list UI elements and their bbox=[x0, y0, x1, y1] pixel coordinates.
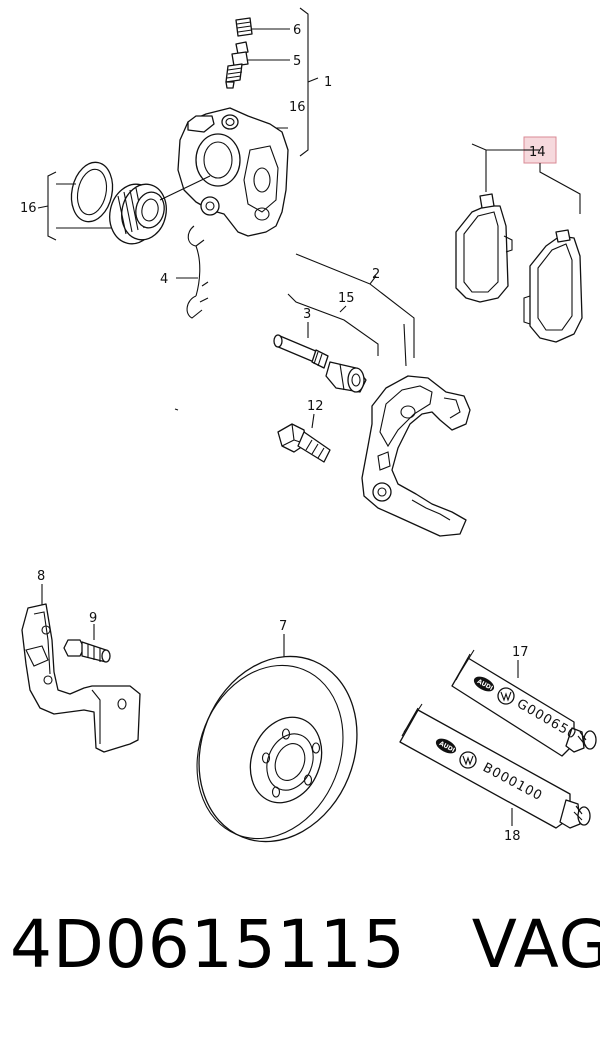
callout-15: 15 bbox=[338, 291, 355, 306]
piston-boot bbox=[109, 183, 167, 245]
callout-1: 1 bbox=[324, 75, 332, 90]
callout-5: 5 bbox=[293, 54, 301, 69]
bleed-screw-part-5 bbox=[225, 41, 249, 89]
callout-16-left: 16 bbox=[20, 201, 37, 216]
bolt-part-12 bbox=[277, 423, 331, 463]
callout-8: 8 bbox=[37, 569, 45, 584]
brand-name: VAG bbox=[471, 906, 600, 983]
bleed-cap-part-6 bbox=[235, 17, 253, 37]
guide-bush-part-15 bbox=[325, 361, 367, 393]
part-number-footer: 4D0615115 VAG bbox=[10, 912, 600, 978]
callout-4: 4 bbox=[160, 272, 168, 287]
caliper-carrier-part-2 bbox=[361, 375, 471, 537]
guide-pin-part-3 bbox=[273, 334, 329, 369]
callout-3: 3 bbox=[303, 307, 311, 322]
brake-disc-part-7 bbox=[196, 655, 358, 843]
callout-9: 9 bbox=[89, 611, 97, 626]
brake-bracket-part-8 bbox=[21, 603, 141, 753]
callout-16-top: 16 bbox=[289, 100, 306, 115]
callout-6: 6 bbox=[293, 23, 301, 38]
callout-18: 18 bbox=[504, 829, 521, 844]
seal-ring-part-16 bbox=[70, 161, 114, 223]
brake-pad-left bbox=[455, 193, 513, 303]
bolt-part-9 bbox=[63, 639, 111, 663]
callout-17: 17 bbox=[512, 645, 529, 660]
callout-2: 2 bbox=[372, 267, 380, 282]
brake-pad-right bbox=[523, 229, 583, 343]
caliper-housing bbox=[177, 107, 289, 237]
callout-14: 14 bbox=[529, 145, 546, 160]
spring-clip-part-4 bbox=[176, 225, 209, 319]
callout-12: 12 bbox=[307, 399, 324, 414]
part-number: 4D0615115 bbox=[10, 906, 406, 983]
callout-7: 7 bbox=[279, 619, 287, 634]
